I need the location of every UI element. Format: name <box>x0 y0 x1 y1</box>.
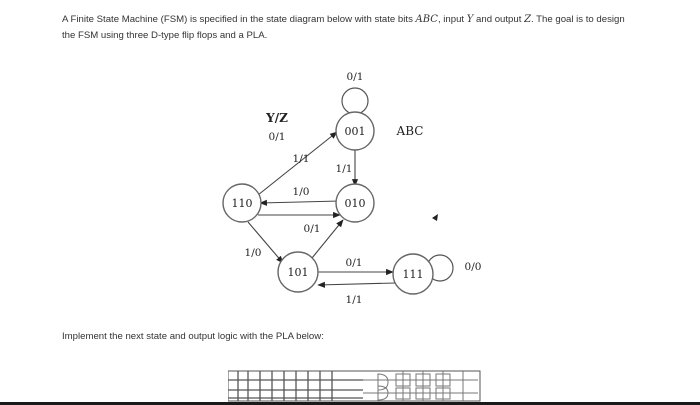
output-var: Z <box>524 14 532 25</box>
label-self-111: 0/0 <box>465 261 482 273</box>
edge-111-101 <box>317 281 396 288</box>
state-010 <box>335 183 375 223</box>
state-101 <box>277 251 319 293</box>
label-001-010: 1/1 <box>336 163 353 175</box>
label-101-010: 0/1 <box>304 223 321 235</box>
stray-arrowhead <box>432 214 438 221</box>
prompt-text-4: . The goal is to design <box>531 14 625 25</box>
label-111-101: 1/1 <box>346 294 363 306</box>
state-bits-var: ABC <box>415 14 438 25</box>
label-110-001: 1/1 <box>293 153 310 165</box>
label-010-110: 1/0 <box>293 186 310 198</box>
legend-yz: Y/Z <box>265 111 288 125</box>
label-110-101: 1/0 <box>245 247 262 259</box>
self-loop-001 <box>341 87 369 115</box>
edge-010-110 <box>259 199 341 206</box>
state-label-111: 111 <box>403 268 424 281</box>
state-bits-label: ABC <box>396 124 424 138</box>
pla-or-plane <box>363 371 478 401</box>
state-110 <box>222 183 262 223</box>
state-label-001: 001 <box>345 125 366 138</box>
bottom-edge <box>0 402 700 405</box>
edge-110-101 <box>247 221 284 264</box>
label-010-111: 0/1 <box>346 257 363 269</box>
prompt-text-3: and output <box>473 14 525 25</box>
pla-and-plane <box>228 371 363 401</box>
prompt-text-1: A Finite State Machine (FSM) is specifie… <box>62 14 416 25</box>
problem-statement: A Finite State Machine (FSM) is specifie… <box>62 12 662 44</box>
pla-grid <box>228 370 481 402</box>
state-label-110: 110 <box>232 197 253 210</box>
prompt-text-2: , input <box>437 14 467 25</box>
state-label-010: 010 <box>345 197 366 210</box>
label-self-001: 0/1 <box>347 71 364 83</box>
edge-101-010 <box>311 219 344 259</box>
state-111 <box>392 253 434 295</box>
state-label-101: 101 <box>288 266 309 279</box>
state-diagram: 001 010 110 101 111 Y/Z 0/1 ABC 0/1 1/1 … <box>222 71 482 306</box>
state-001 <box>335 111 375 151</box>
edge-110-001 <box>257 131 338 196</box>
input-var: Y <box>466 14 474 25</box>
prompt-text-5: the FSM using three D-type flip flops an… <box>62 30 268 41</box>
pla-instructions: Implement the next state and output logi… <box>62 331 324 342</box>
legend-example: 0/1 <box>269 131 286 143</box>
